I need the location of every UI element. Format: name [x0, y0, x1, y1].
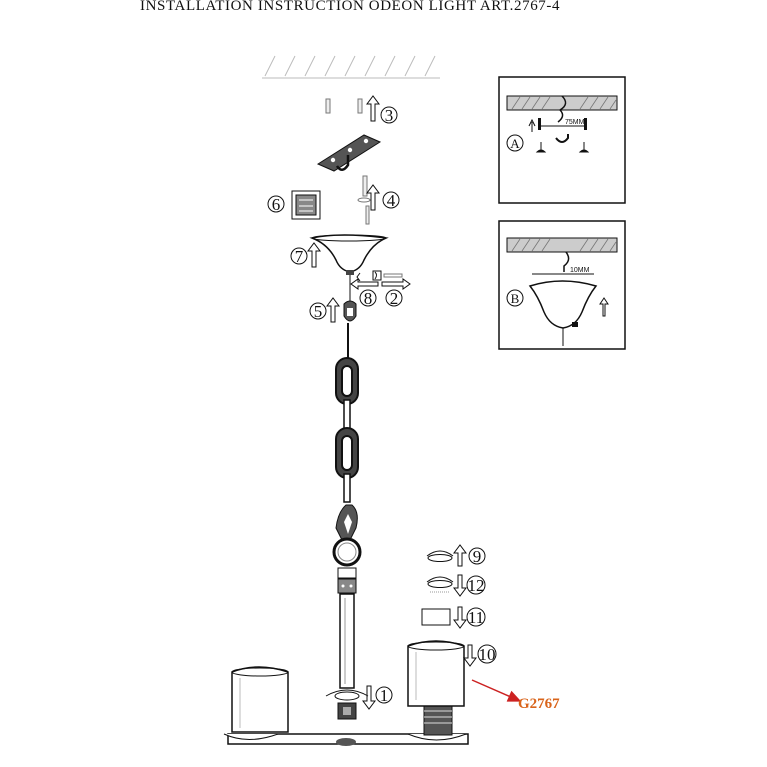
ceiling-screws	[325, 98, 363, 114]
down-arrow-12	[453, 574, 467, 597]
rotate-arrow-1	[325, 689, 369, 697]
step-3: 3	[385, 106, 394, 125]
step-12: 12	[468, 576, 485, 595]
down-arrow-1	[362, 685, 376, 710]
up-arrow-4	[366, 184, 380, 211]
step-10: 10	[479, 645, 496, 664]
ceiling-hatch	[262, 55, 440, 79]
inset-a-label: A	[510, 136, 520, 151]
carabiner	[332, 504, 362, 567]
step-7: 7	[295, 247, 304, 266]
step-10-circle	[477, 644, 497, 664]
step-11-circle	[466, 607, 486, 627]
up-arrow-5	[326, 297, 340, 323]
step-12-circle	[466, 575, 486, 595]
ring-nut-part	[426, 550, 454, 562]
inset-b-label: B	[511, 291, 520, 306]
inset-b-dim: 10MM	[570, 267, 590, 274]
top-hook	[343, 275, 357, 322]
up-arrow-7	[307, 242, 321, 268]
model-pointer-arrow	[471, 679, 522, 702]
right-arrow-2	[381, 278, 411, 290]
step-2: 2	[390, 289, 399, 308]
step-8-circle	[359, 289, 377, 307]
step-4-circle	[382, 191, 400, 209]
step-5-circle	[309, 302, 327, 320]
step-2-circle	[385, 289, 403, 307]
up-arrow-3	[366, 95, 380, 122]
inset-a: 75MM A	[498, 76, 626, 204]
step-7-circle	[290, 247, 308, 265]
step-9-circle	[468, 547, 486, 565]
inset-b: 10MM B	[498, 220, 626, 350]
step-6-circle	[267, 195, 285, 213]
down-arrow-11	[453, 606, 467, 629]
left-shade	[231, 666, 289, 733]
step-6: 6	[272, 195, 281, 214]
chain	[335, 323, 359, 503]
step-4: 4	[387, 191, 396, 210]
glass-ring-part	[421, 608, 451, 626]
mounting-plate	[316, 134, 382, 172]
step-11: 11	[468, 608, 484, 627]
washer-part	[426, 576, 454, 593]
step-9: 9	[473, 547, 482, 566]
up-arrow-9	[453, 544, 467, 567]
right-shade	[407, 640, 465, 736]
locking-nut	[356, 270, 403, 282]
step-8: 8	[364, 289, 373, 308]
left-arrow-8	[350, 278, 379, 290]
base-arms	[223, 733, 469, 746]
step-1-circle	[375, 686, 393, 704]
canopy-screws	[357, 175, 371, 225]
central-rod	[334, 567, 360, 720]
step-5: 5	[314, 302, 323, 321]
down-arrow-10	[463, 644, 477, 667]
model-label: G2767	[518, 696, 560, 712]
step-3-circle	[380, 106, 398, 124]
terminal-block	[291, 190, 321, 220]
canopy	[309, 234, 389, 275]
page-title: INSTALLATION INSTRUCTION ODEON LIGHT ART…	[140, 0, 561, 14]
step-1: 1	[380, 686, 389, 705]
inset-a-dim: 75MM	[565, 119, 585, 126]
